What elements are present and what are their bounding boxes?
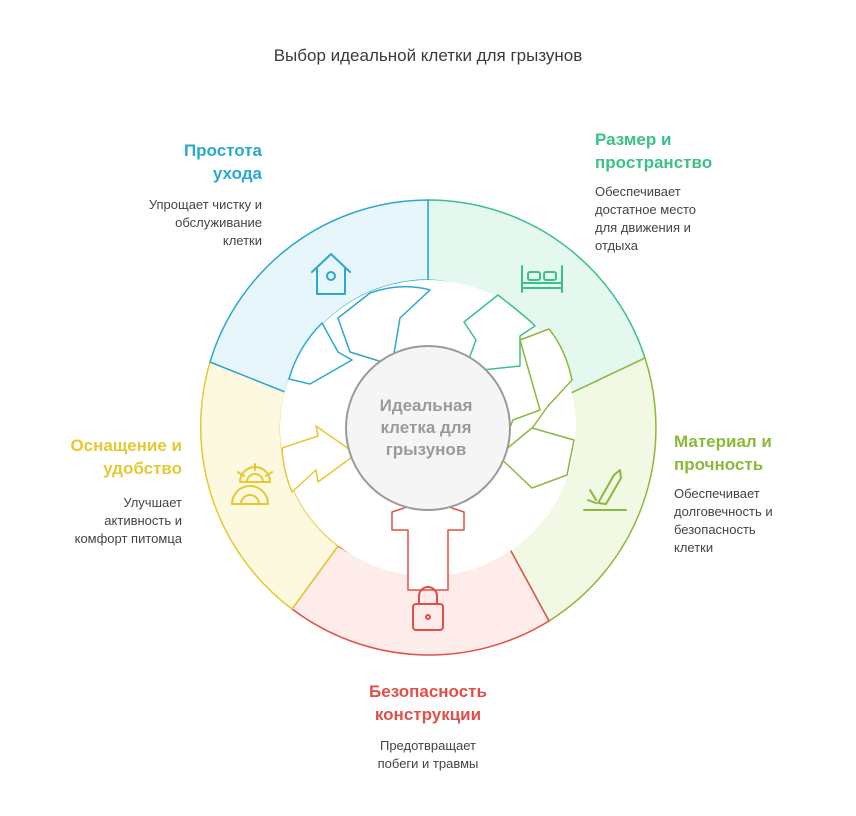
heading-safety-line-2: конструкции (374, 705, 482, 724)
center-label-line-2: клетка для (380, 418, 472, 437)
desc-material-line-2: долговечность и (674, 504, 773, 519)
arrow-care (337, 285, 431, 366)
desc-care: Упрощает чистку и обслуживание клетки (100, 196, 262, 250)
arrow-care-left (288, 322, 353, 385)
center-label-line-1: Идеальная (379, 396, 473, 415)
desc-equipment: Улучшает активность и комфорт питомца (40, 494, 182, 548)
heading-care-line-2: ухода (212, 164, 262, 183)
diagram-title: Выбор идеальной клетки для грызунов (273, 46, 583, 65)
heading-material: Материал и прочность (674, 430, 844, 476)
heading-size-line-2: пространство (595, 153, 713, 172)
heading-material-line-1: Материал и (674, 432, 772, 451)
desc-material-line-4: клетки (674, 540, 714, 555)
birdhouse-icon (311, 253, 351, 295)
desc-safety-line-2: побеги и травмы (377, 756, 479, 771)
desc-size: Обеспечивает достатное место для движени… (595, 183, 795, 255)
desc-size-line-3: для движения и (595, 220, 691, 235)
lock-icon (412, 586, 444, 631)
igloo-icon (231, 463, 273, 505)
desc-care-line-2: обслуживание (175, 215, 262, 230)
heading-size: Размер и пространство (595, 128, 795, 174)
heading-equipment-line-1: Оснащение и (70, 436, 182, 455)
desc-equipment-line-2: активность и (104, 513, 182, 528)
knife-icon (583, 469, 627, 511)
heading-equipment: Оснащение и удобство (40, 434, 182, 480)
desc-equipment-line-1: Улучшает (123, 495, 182, 510)
heading-safety-line-1: Безопасность (369, 682, 487, 701)
center-label: Идеальная клетка для грызунов (356, 395, 496, 461)
arrow-material-right (497, 427, 575, 489)
arrow-equipment (281, 425, 357, 493)
desc-care-line-3: клетки (222, 233, 262, 248)
segment-equipment (199, 360, 340, 611)
desc-size-line-4: отдыха (595, 238, 638, 253)
desc-equipment-line-3: комфорт питомца (74, 531, 182, 546)
center-label-line-3: грызунов (385, 440, 467, 459)
heading-care: Простота ухода (120, 139, 262, 185)
heading-equipment-line-2: удобство (103, 459, 182, 478)
desc-material-line-1: Обеспечивает (674, 486, 760, 501)
heading-material-line-2: прочность (674, 455, 764, 474)
desc-material: Обеспечивает долговечность и безопасност… (674, 485, 844, 557)
bed-icon (521, 265, 563, 293)
desc-safety: Предотвращает побеги и травмы (328, 737, 528, 773)
desc-safety-line-1: Предотвращает (379, 738, 477, 753)
heading-care-line-1: Простота (183, 141, 262, 160)
center-hub (345, 345, 511, 511)
desc-size-line-1: Обеспечивает (595, 184, 681, 199)
heading-safety: Безопасность конструкции (328, 680, 528, 726)
heading-size-line-1: Размер и (595, 130, 672, 149)
desc-size-line-2: достатное место (595, 202, 696, 217)
desc-care-line-1: Упрощает чистку и (148, 197, 262, 212)
desc-material-line-3: безопасность (674, 522, 756, 537)
arrow-size (463, 294, 536, 373)
